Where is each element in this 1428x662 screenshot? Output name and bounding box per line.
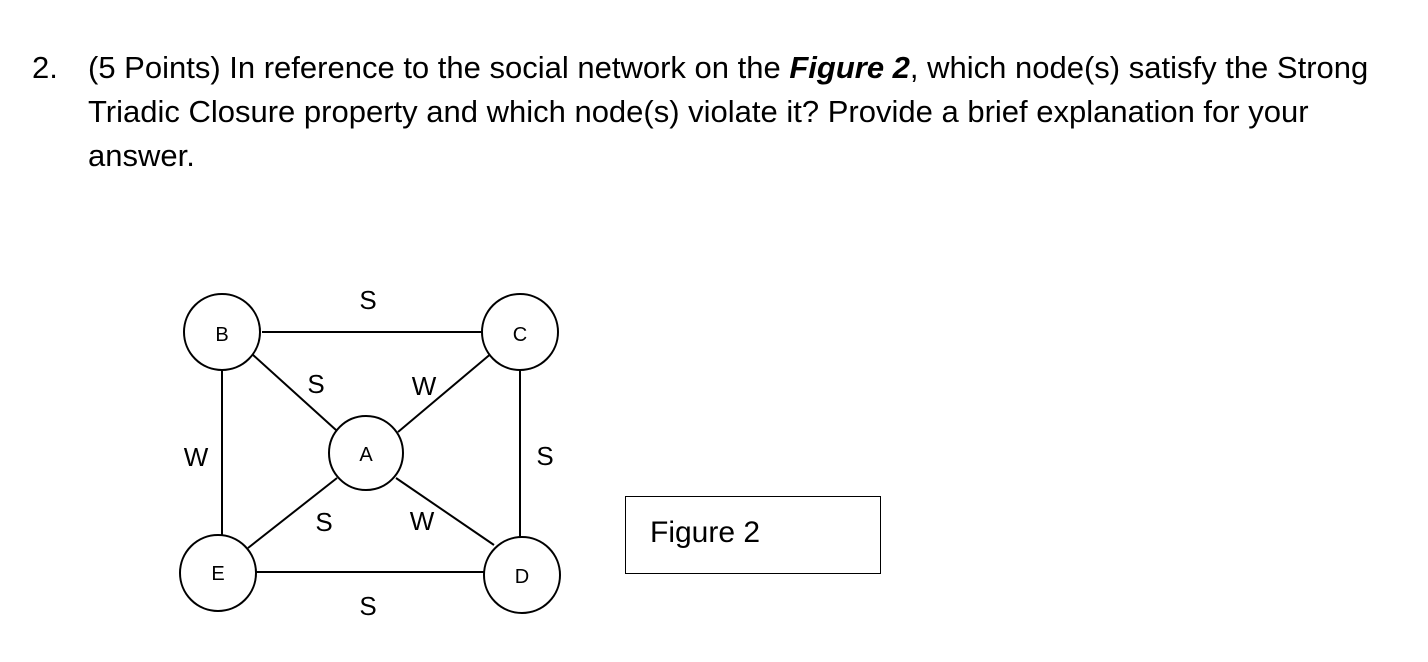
- edges-layer: [221, 331, 521, 573]
- node-d: D: [483, 536, 561, 614]
- nodes-layer: B C A E D: [179, 293, 561, 614]
- edge-c-a: [397, 351, 494, 433]
- node-label-c: C: [513, 324, 527, 346]
- edge-label-d-a: W: [410, 506, 435, 536]
- edge-label-e-a: S: [315, 507, 332, 537]
- figure-reference: Figure 2: [789, 50, 910, 85]
- edge-label-b-a: S: [307, 369, 324, 399]
- figure-caption: Figure 2: [650, 516, 761, 549]
- question-text-before: (5 Points) In reference to the social ne…: [88, 50, 790, 85]
- node-label-d: D: [515, 566, 529, 588]
- question: 2. (5 Points) In reference to the social…: [32, 46, 1402, 178]
- node-a: A: [328, 415, 404, 491]
- edge-label-c-a: W: [412, 371, 437, 401]
- edge-label-e-d: S: [359, 591, 376, 621]
- edge-e-a: [247, 477, 338, 549]
- question-number: 2.: [32, 50, 58, 85]
- question-text: (5 Points) In reference to the social ne…: [88, 46, 1402, 178]
- edge-labels-layer: S S W W S S W S: [184, 285, 554, 621]
- edge-label-c-d: S: [536, 441, 553, 471]
- node-b: B: [183, 293, 261, 371]
- edge-b-a: [251, 353, 337, 431]
- node-c: C: [481, 293, 559, 371]
- figure-caption-box: Figure 2: [625, 496, 881, 574]
- node-label-b: B: [215, 324, 228, 346]
- node-label-a: A: [359, 444, 373, 466]
- node-label-e: E: [211, 563, 224, 585]
- edge-label-b-c: S: [359, 285, 376, 315]
- edge-label-b-e: W: [184, 442, 209, 472]
- question-text-after: , which node(s) satisfy the Strong Triad…: [88, 50, 1369, 173]
- edge-d-a: [395, 477, 495, 546]
- node-e: E: [179, 534, 257, 612]
